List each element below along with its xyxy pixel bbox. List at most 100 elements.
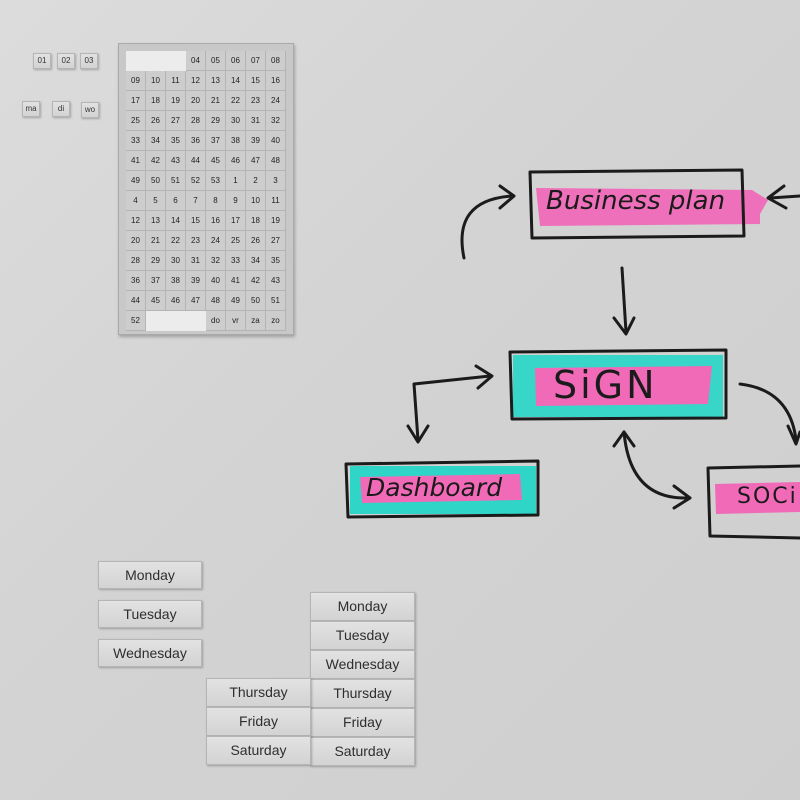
business-plan-label: Business plan (546, 186, 726, 216)
week-cell: 38 (166, 271, 186, 291)
week-cell: 44 (186, 151, 206, 171)
week-cell: 3 (266, 171, 286, 191)
week-cell: 21 (146, 231, 166, 251)
week-cell: 15 (186, 211, 206, 231)
week-cell: 34 (146, 131, 166, 151)
week-cell: 25 (126, 111, 146, 131)
week-cell: 32 (266, 111, 286, 131)
week-cell: 53 (206, 171, 226, 191)
week-cell: 35 (266, 251, 286, 271)
week-cell: zo (266, 311, 286, 331)
week-cell: 05 (206, 51, 226, 71)
week-cell: 20 (126, 231, 146, 251)
week-cell: 1 (226, 171, 246, 191)
week-cell: 37 (146, 271, 166, 291)
week-cell: 47 (186, 291, 206, 311)
week-cell: 45 (146, 291, 166, 311)
week-cell: 52 (186, 171, 206, 191)
week-cell: 33 (226, 251, 246, 271)
week-cell: 50 (246, 291, 266, 311)
day-abbrev-magnet-di: di (52, 101, 70, 117)
week-cell: 26 (146, 111, 166, 131)
week-cell: 48 (206, 291, 226, 311)
business-plan-box (528, 168, 746, 240)
week-cell: 28 (126, 251, 146, 271)
day-magnet-tuesday: Tuesday (98, 600, 202, 628)
strip-right-tuesday: Tuesday (310, 621, 415, 650)
day-magnet-monday: Monday (98, 561, 202, 589)
week-cell: 46 (226, 151, 246, 171)
strip-right-monday: Monday (310, 592, 415, 621)
week-cell: 39 (246, 131, 266, 151)
week-cell: 45 (206, 151, 226, 171)
week-cell: 36 (126, 271, 146, 291)
week-cell: 27 (266, 231, 286, 251)
strip-mid-thursday: Thursday (206, 678, 311, 707)
business-plan-highlight (536, 188, 768, 226)
number-magnet-03: 03 (80, 53, 98, 69)
sign-pink-highlight (535, 366, 712, 406)
week-cell: 42 (246, 271, 266, 291)
week-cell: 43 (166, 151, 186, 171)
week-cell: 10 (246, 191, 266, 211)
week-cell: 31 (186, 251, 206, 271)
week-cell: 15 (246, 71, 266, 91)
sign-box (508, 348, 728, 421)
week-cell: 41 (226, 271, 246, 291)
week-cell: 17 (226, 211, 246, 231)
week-cell: 36 (186, 131, 206, 151)
week-cell: 28 (186, 111, 206, 131)
arrow-sign-right (738, 382, 798, 442)
week-cell: 12 (186, 71, 206, 91)
week-cell: 23 (186, 231, 206, 251)
week-cell: 37 (206, 131, 226, 151)
week-cell: 17 (126, 91, 146, 111)
week-cell: 35 (166, 131, 186, 151)
week-cell: 10 (146, 71, 166, 91)
week-cell: 7 (186, 191, 206, 211)
week-cell: 38 (226, 131, 246, 151)
week-cell: 30 (166, 251, 186, 271)
week-cell: 31 (246, 111, 266, 131)
arrow-right-into-business-plan (768, 194, 800, 200)
arrow-loop-left (460, 194, 514, 260)
week-cell: 16 (206, 211, 226, 231)
week-cell: 24 (206, 231, 226, 251)
week-cell: 12 (126, 211, 146, 231)
week-cell: 19 (266, 211, 286, 231)
week-cell: 8 (206, 191, 226, 211)
social-pink-highlight (715, 482, 800, 514)
week-cell: vr (226, 311, 246, 331)
strip-right-saturday: Saturday (310, 737, 415, 766)
week-cell: 13 (146, 211, 166, 231)
dashboard-pink-highlight (360, 474, 522, 503)
week-cell: 49 (226, 291, 246, 311)
week-cell: 08 (266, 51, 286, 71)
week-cell: 22 (226, 91, 246, 111)
week-cell: 30 (226, 111, 246, 131)
week-cell: 11 (166, 71, 186, 91)
week-cell: 5 (146, 191, 166, 211)
strip-mid-saturday: Saturday (206, 736, 311, 765)
week-cell: 27 (166, 111, 186, 131)
week-cell: 04 (186, 51, 206, 71)
week-cell: 51 (166, 171, 186, 191)
week-cell: do (206, 311, 226, 331)
week-cell: 14 (226, 71, 246, 91)
arrow-down-to-sign (620, 266, 628, 334)
week-cell: 22 (166, 231, 186, 251)
cal-bottom-blank (146, 311, 206, 331)
day-abbrev-magnet-ma: ma (22, 101, 40, 117)
week-cell: 41 (126, 151, 146, 171)
arrow-sign-to-dashboard (412, 374, 492, 442)
week-cell: 49 (126, 171, 146, 191)
day-magnet-wednesday: Wednesday (98, 639, 202, 667)
week-cell: 50 (146, 171, 166, 191)
social-box (706, 464, 800, 540)
week-cell: 16 (266, 71, 286, 91)
week-cell: 26 (246, 231, 266, 251)
week-cell: 25 (226, 231, 246, 251)
week-cell: 23 (246, 91, 266, 111)
week-cell: 18 (146, 91, 166, 111)
